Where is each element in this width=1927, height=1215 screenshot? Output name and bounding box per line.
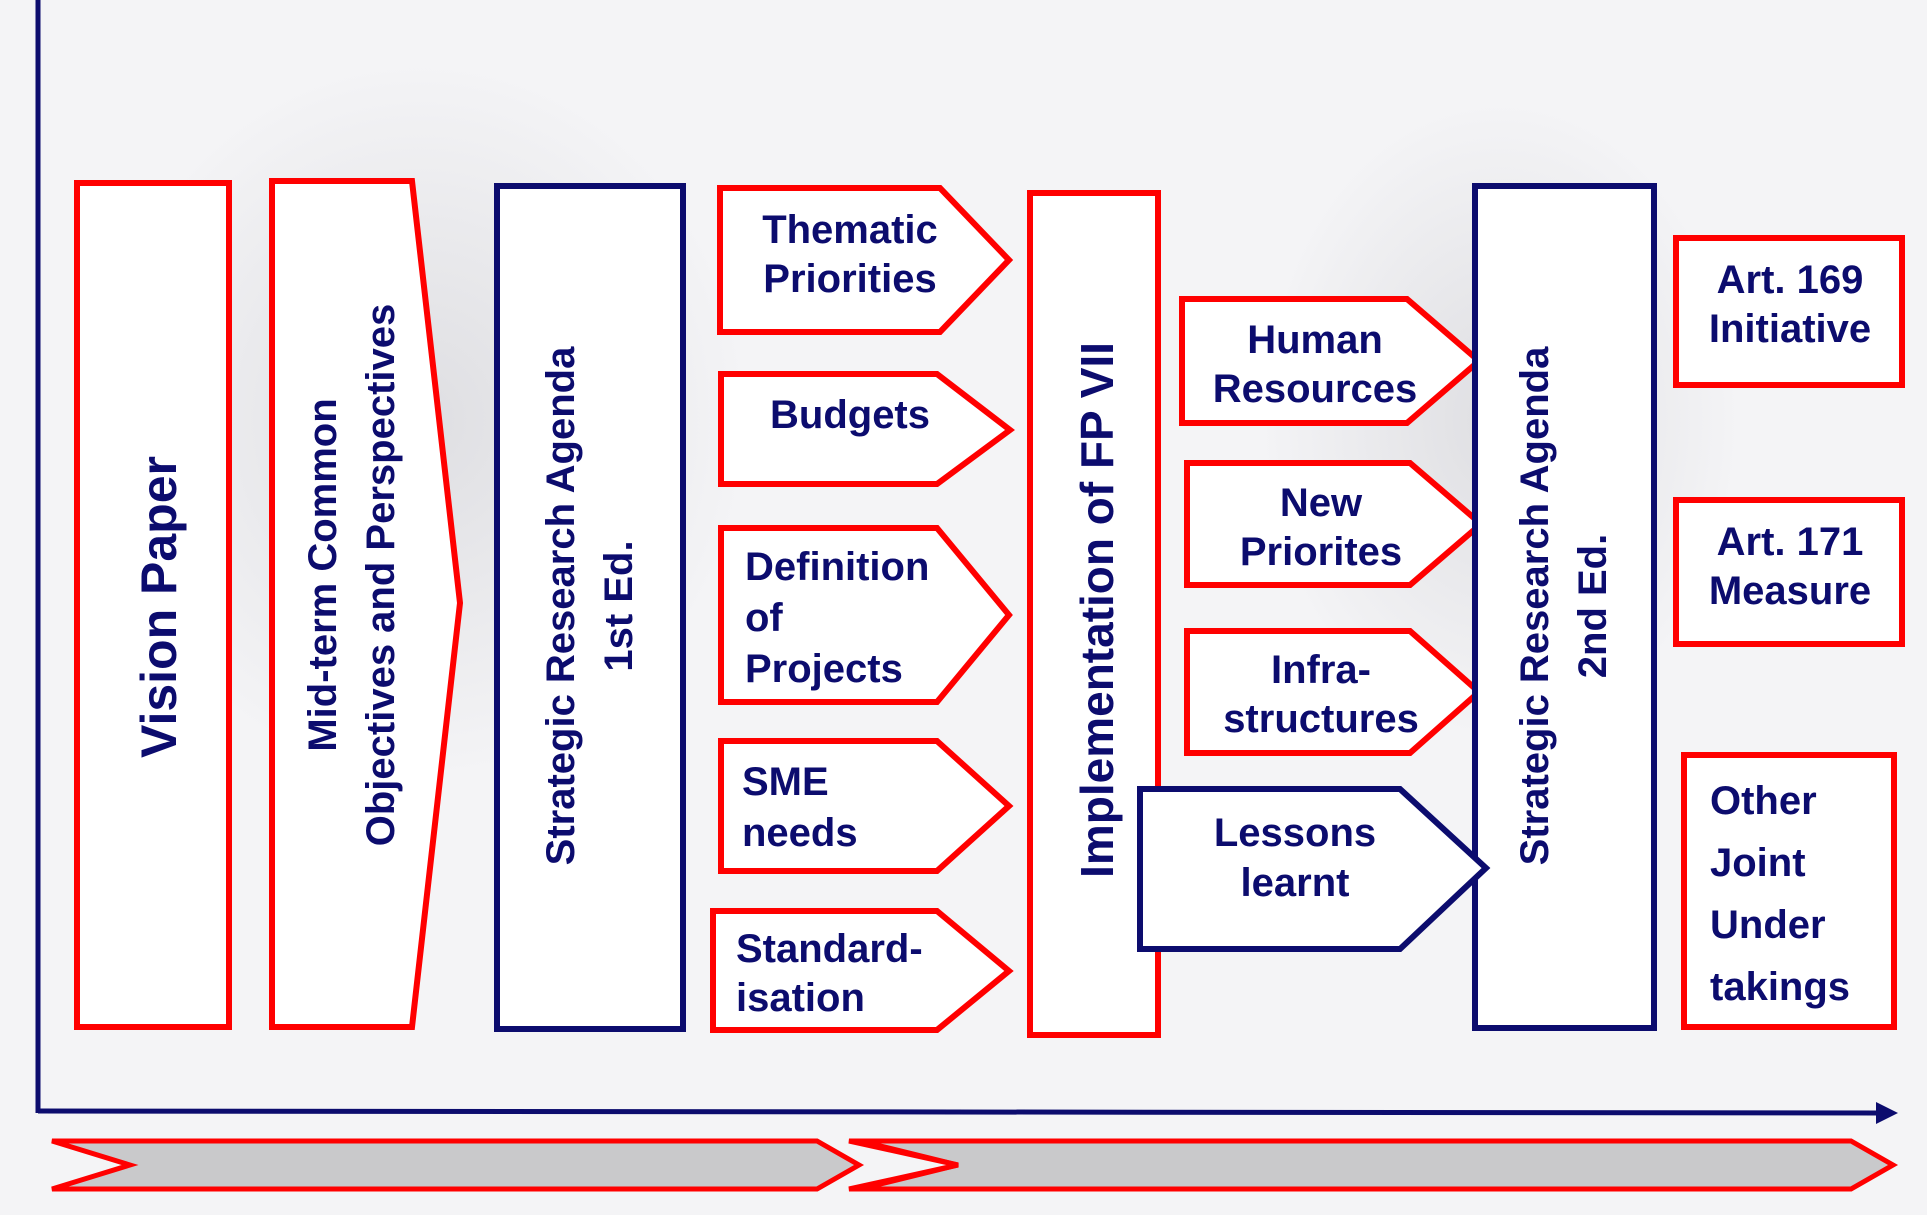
human-resources-arrow (1179, 296, 1484, 426)
sme-arrow (718, 738, 1014, 874)
axis-arrowhead (1876, 1102, 1898, 1124)
human-resources-label: Human Resources (1212, 318, 1418, 411)
standardisation-label: Standard- isation (736, 927, 923, 1020)
new-priorities-arrow (1184, 460, 1486, 588)
timeline-arrow-1 (51, 1138, 865, 1192)
infrastructures-arrow (1184, 628, 1484, 756)
art171-label: Art. 171 Measure (1708, 520, 1872, 613)
infrastructures-label: Infra- structures (1223, 648, 1419, 741)
definition-label: Definition of Projects (745, 545, 930, 692)
budgets-label: Budgets (770, 393, 930, 437)
other-joint-box (1681, 752, 1897, 1030)
art171-box (1673, 497, 1905, 647)
horizontal-axis (37, 1108, 1881, 1116)
thematic-arrow (717, 185, 1014, 335)
thematic-priorities-label: Thematic Priorities (762, 208, 938, 301)
timeline-chevron-line (859, 1138, 959, 1192)
sme-needs-label: SME needs (742, 760, 858, 856)
lessons-learnt-arrow (1137, 786, 1491, 952)
new-priorities-label: New Priorites (1239, 481, 1403, 574)
sra-1st-box (494, 183, 686, 1032)
standardisation-arrow (710, 908, 1014, 1033)
objectives-box (269, 178, 464, 1030)
art169-box (1673, 235, 1905, 388)
lessons-learnt-label: Lessons learnt (1213, 811, 1377, 905)
art169-label: Art. 169 Initiative (1708, 258, 1872, 351)
definition-arrow (718, 525, 1013, 705)
sra-2nd-label: Strategic Research Agenda 2nd Ed. (1513, 346, 1615, 866)
vision-paper-box (74, 180, 232, 1030)
sra-2nd-box (1472, 183, 1657, 1031)
implementation-label: Implementation of FP VII (1071, 342, 1123, 878)
objectives-label: Mid-term Common Objectives and Perspecti… (301, 303, 403, 847)
vision-paper-label: Vision Paper (131, 456, 187, 758)
implementation-box (1027, 190, 1161, 1038)
timeline-arrow-2 (848, 1138, 1899, 1192)
other-joint-undertakings-label: Other Joint Under takings (1710, 779, 1851, 1009)
budgets-arrow (718, 371, 1015, 487)
sra-1st-label: Strategic Research Agenda 1st Ed. (539, 346, 641, 866)
